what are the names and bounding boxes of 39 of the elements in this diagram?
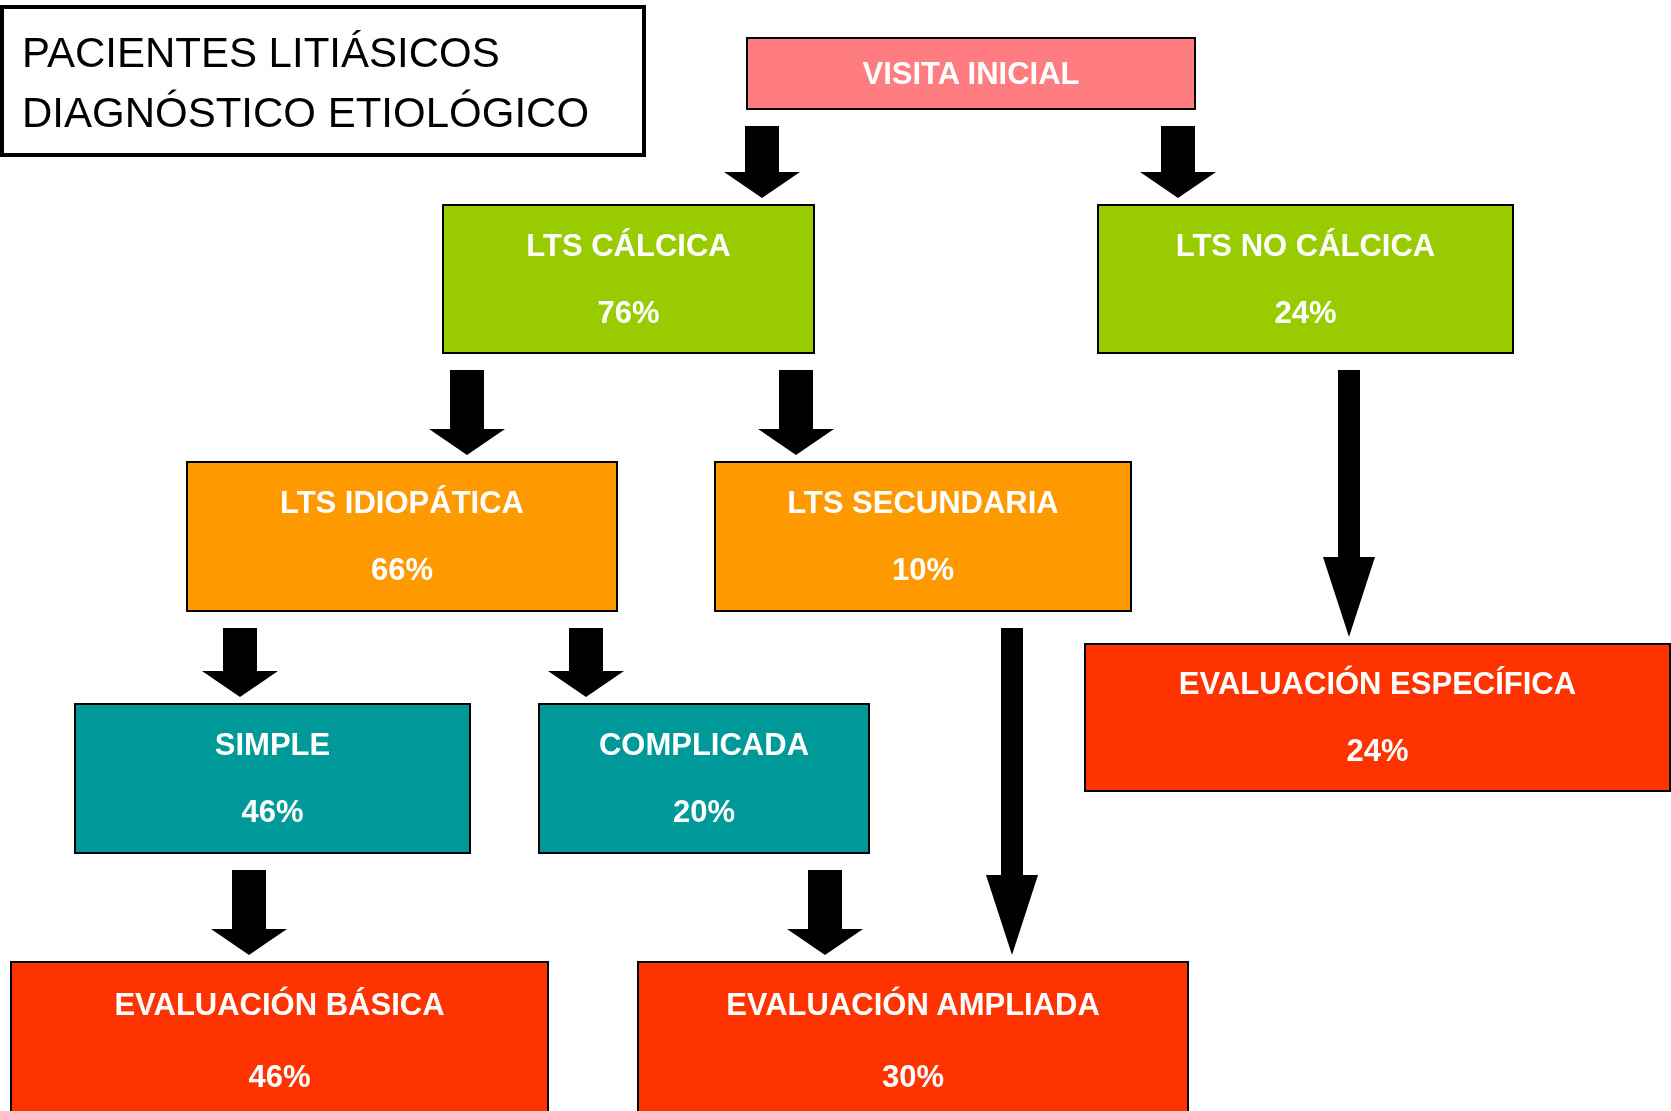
- evaluation-box: [637, 961, 1189, 1111]
- percentage-value: 24%: [1274, 294, 1337, 331]
- block-arrow: [787, 870, 863, 955]
- block-arrow: [429, 370, 505, 455]
- evaluation-box: [10, 961, 549, 1111]
- block-arrow: [724, 126, 800, 198]
- percentage-value: 46%: [241, 794, 304, 831]
- title: PACIENTES LITIÁSICOS DIAGNÓSTICO ETIOLÓGICO: [0, 5, 646, 157]
- block-arrow: [211, 870, 287, 955]
- course-box: [74, 703, 471, 854]
- percentage-value: 76%: [597, 294, 660, 331]
- cause-box: [714, 461, 1132, 612]
- percentage-value: 46%: [248, 1059, 311, 1095]
- node-heading: LTS IDIOPÁTICA: [280, 484, 524, 521]
- node-heading: LTS SECUNDARIA: [787, 484, 1059, 521]
- block-arrow: [1323, 370, 1375, 637]
- start-box: [746, 37, 1196, 110]
- block-arrow: [758, 370, 834, 455]
- course-box: [538, 703, 870, 854]
- block-arrow: [202, 628, 278, 697]
- stone-type-box: [442, 204, 815, 354]
- percentage-value: 20%: [672, 794, 735, 831]
- evaluation-box: [1084, 643, 1671, 792]
- percentage-value: 30%: [881, 1059, 944, 1095]
- node-heading: EVALUACIÓN AMPLIADA: [726, 987, 1100, 1023]
- node-heading: LTS NO CÁLCICA: [1175, 227, 1436, 264]
- percentage-value: 66%: [370, 552, 433, 589]
- node-heading: EVALUACIÓN ESPECÍFICA: [1178, 666, 1577, 703]
- node-heading: VISITA INICIAL: [862, 55, 1080, 92]
- stone-type-box: [1097, 204, 1514, 354]
- node-heading: LTS CÁLCICA: [526, 227, 731, 264]
- block-arrow: [548, 628, 624, 697]
- percentage-value: 10%: [891, 552, 954, 589]
- cause-box: [186, 461, 618, 612]
- node-heading: EVALUACIÓN BÁSICA: [114, 987, 445, 1023]
- node-heading: COMPLICADA: [598, 726, 810, 763]
- percentage-value: 24%: [1346, 732, 1409, 769]
- node-heading: SIMPLE: [214, 726, 331, 763]
- block-arrow: [1140, 126, 1216, 198]
